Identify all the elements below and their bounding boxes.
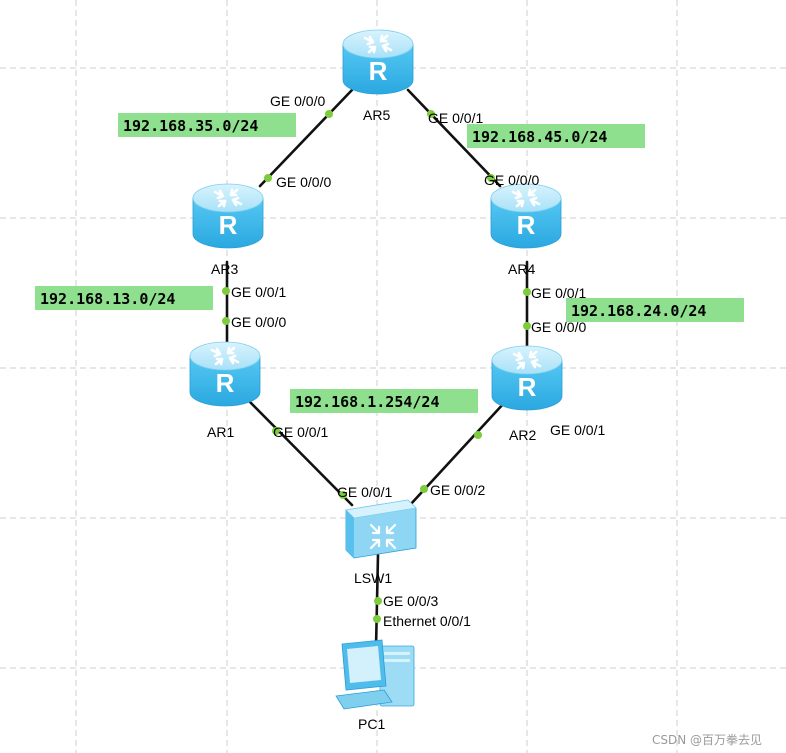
device-label-ar4: AR4 — [508, 261, 535, 277]
port-label-ar3-g001: GE 0/0/1 — [231, 284, 286, 300]
device-label-ar1: AR1 — [207, 424, 234, 440]
router-ar4[interactable]: AR4 — [489, 182, 563, 277]
device-label-ar2: AR2 — [509, 427, 536, 443]
port-label-lsw-g001: GE 0/0/1 — [337, 484, 392, 500]
router-icon — [341, 28, 415, 96]
router-icon — [188, 340, 262, 408]
pc-pc1[interactable]: PC1 — [335, 639, 415, 732]
port-label-ar5-g001: GE 0/0/1 — [428, 110, 483, 126]
port-dot-ar4-g000[interactable] — [487, 174, 495, 182]
router-icon — [490, 344, 564, 412]
subnet-bg-gw — [290, 389, 478, 413]
port-label-ar4-g000: GE 0/0/0 — [484, 172, 539, 188]
port-label-ar4-g001: GE 0/0/1 — [531, 285, 586, 301]
router-icon — [489, 182, 563, 250]
port-dot-ar2-g001[interactable] — [474, 431, 482, 439]
device-label-ar3: AR3 — [211, 261, 238, 277]
subnet-bg-24 — [566, 298, 744, 322]
port-dot-ar3-g001[interactable] — [222, 287, 230, 295]
port-dot-lsw-g001[interactable] — [339, 491, 347, 499]
port-label-ar1-g000: GE 0/0/0 — [231, 314, 286, 330]
switch-lsw1[interactable]: LSW1 — [345, 499, 417, 586]
device-label-pc1: PC1 — [358, 716, 385, 732]
port-label-lsw-g002: GE 0/0/2 — [430, 482, 485, 498]
port-dot-ar2-g000[interactable] — [523, 322, 531, 330]
port-dot-ar5-g001[interactable] — [427, 110, 435, 118]
link-ar5-ar4[interactable] — [406, 88, 502, 188]
port-dot-lsw-g003[interactable] — [374, 597, 382, 605]
switch-icon — [345, 499, 417, 559]
port-dot-ar3-g000[interactable] — [264, 174, 272, 182]
subnet-bg-45 — [467, 124, 645, 148]
subnet-bg-35 — [118, 113, 296, 137]
subnet-label-gw: 192.168.1.254/24 — [295, 393, 440, 411]
device-label-lsw1: LSW1 — [354, 570, 392, 586]
port-label-ar1-g001: GE 0/0/1 — [273, 424, 328, 440]
pc-icon — [335, 639, 415, 710]
router-icon — [191, 182, 265, 250]
port-dot-ar1-g001[interactable] — [272, 427, 280, 435]
port-label-ar2-g000: GE 0/0/0 — [531, 319, 586, 335]
watermark: CSDN @百万拳去见 — [652, 732, 762, 747]
subnet-label-35: 192.168.35.0/24 — [123, 117, 258, 135]
port-dot-lsw-g002[interactable] — [420, 485, 428, 493]
link-ar1-lsw1[interactable] — [246, 398, 354, 507]
subnet-label-45: 192.168.45.0/24 — [472, 128, 607, 146]
subnet-label-24: 192.168.24.0/24 — [571, 302, 706, 320]
link-ar5-ar3[interactable] — [258, 88, 354, 188]
router-ar2[interactable]: AR2 — [490, 344, 564, 443]
router-ar1[interactable]: AR1 — [188, 340, 262, 440]
port-label-ar2-g001: GE 0/0/1 — [550, 422, 605, 438]
port-dot-ar4-g001[interactable] — [523, 288, 531, 296]
subnet-bg-13 — [35, 286, 213, 310]
port-label-pc-eth: Ethernet 0/0/1 — [383, 613, 471, 629]
port-dot-ar1-g000[interactable] — [222, 317, 230, 325]
port-dot-ar5-g000[interactable] — [325, 110, 333, 118]
port-label-ar3-g000: GE 0/0/0 — [276, 174, 331, 190]
router-ar5[interactable]: AR5 — [341, 28, 415, 123]
subnet-label-13: 192.168.13.0/24 — [40, 290, 175, 308]
router-ar3[interactable]: AR3 — [191, 182, 265, 277]
port-dot-pc-eth[interactable] — [373, 615, 381, 623]
device-label-ar5: AR5 — [363, 107, 390, 123]
port-label-ar5-g000: GE 0/0/0 — [270, 93, 325, 109]
port-label-lsw-g003: GE 0/0/3 — [383, 593, 438, 609]
